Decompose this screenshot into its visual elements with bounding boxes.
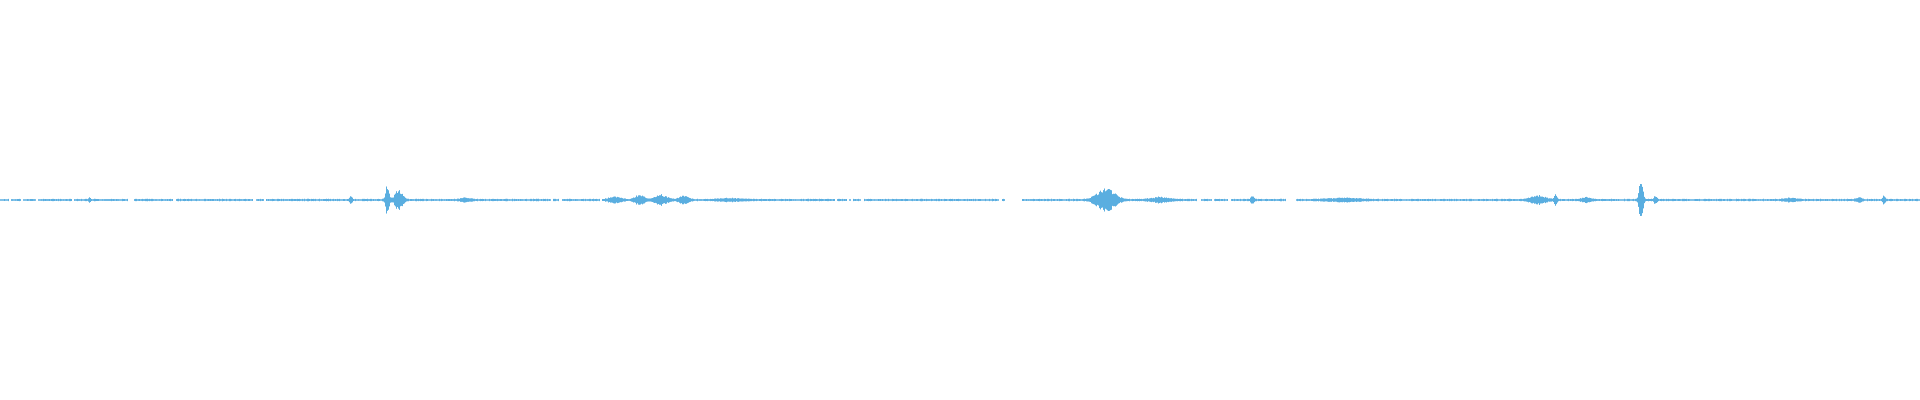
- waveform-path: [0, 184, 1920, 216]
